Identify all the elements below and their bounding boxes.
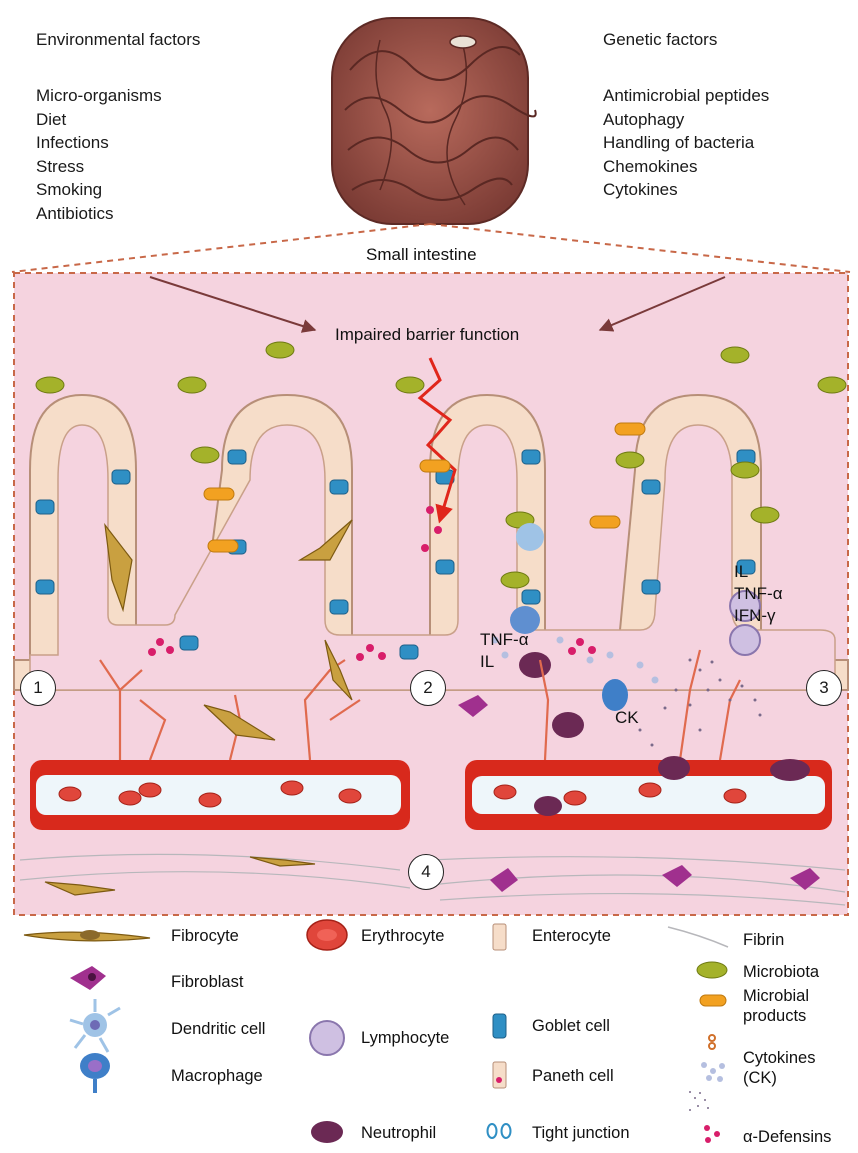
legend-label-enterocyte: Enterocyte [532, 926, 611, 946]
genetic-factor-item: Cytokines [603, 178, 769, 202]
legend-label-fibroblast: Fibroblast [171, 972, 243, 992]
intestine-organ-icon [332, 18, 536, 224]
genetic-factor-item: Antimicrobial peptides [603, 84, 769, 108]
genetic-factor-item: Autophagy [603, 108, 769, 132]
environmental-factors-list: Micro-organisms Diet Infections Stress S… [36, 84, 162, 225]
tight-junction-icon [488, 1124, 511, 1138]
legend-label-macrophage: Macrophage [171, 1066, 263, 1086]
goblet-cell-icon [493, 1014, 506, 1038]
stage-number-1: 1 [20, 670, 56, 706]
paneth-cell-icon [493, 1062, 506, 1088]
ck-label: CK [615, 708, 639, 728]
defensins-icon [704, 1125, 720, 1143]
neutrophil-icon [311, 1121, 343, 1143]
cytokine-label-il-left: IL [480, 652, 494, 672]
dendritic-cell-icon [70, 999, 120, 1052]
fibroblast-icon [70, 966, 106, 990]
cytokine-label-ifn: IFN-γ [734, 606, 776, 626]
cytokine-label-tnf: TNF-α [734, 584, 783, 604]
erythrocyte-icon [307, 920, 347, 950]
genetic-factor-item: Chemokines [603, 155, 769, 179]
environmental-factor-item: Stress [36, 155, 162, 179]
macrophage-icon [80, 1053, 110, 1093]
legend-label-erythrocyte: Erythrocyte [361, 926, 444, 946]
barrier-function-label: Impaired barrier function [335, 325, 519, 345]
legend-label-fibrocyte: Fibrocyte [171, 926, 239, 946]
environmental-factor-item: Micro-organisms [36, 84, 162, 108]
environmental-factor-item: Diet [36, 108, 162, 132]
genetic-factor-item: Handling of bacteria [603, 131, 769, 155]
fibrocyte-icon [24, 930, 150, 941]
legend-label-cytokines: Cytokines (CK) [743, 1048, 843, 1088]
legend-label-lymphocyte: Lymphocyte [361, 1028, 449, 1048]
legend-label-fibrin: Fibrin [743, 930, 784, 950]
cytokine-label-tnf-left: TNF-α [480, 630, 529, 650]
environmental-factor-item: Antibiotics [36, 202, 162, 226]
enterocyte-icon [493, 924, 506, 950]
environmental-factor-item: Infections [36, 131, 162, 155]
legend-label-neutrophil: Neutrophil [361, 1123, 436, 1143]
genetic-factors-list: Antimicrobial peptides Autophagy Handlin… [603, 84, 769, 202]
legend-label-dendritic-cell: Dendritic cell [171, 1019, 265, 1039]
legend-label-microbial-products: Microbial products [743, 986, 843, 1026]
legend-label-goblet-cell: Goblet cell [532, 1016, 610, 1036]
environmental-factors-title: Environmental factors [36, 28, 200, 52]
small-intestine-label: Small intestine [366, 245, 477, 265]
microbiota-icon [697, 962, 727, 978]
cytokines-icon [701, 1062, 725, 1082]
stage-number-2: 2 [410, 670, 446, 706]
blood-vessel-right [465, 756, 832, 830]
genetic-factors-title: Genetic factors [603, 28, 717, 52]
microbial-products-icon [700, 995, 726, 1006]
environmental-factor-item: Smoking [36, 178, 162, 202]
blood-vessel-left [30, 760, 410, 830]
legend-label-microbiota: Microbiota [743, 962, 819, 982]
legend-label-paneth-cell: Paneth cell [532, 1066, 614, 1086]
stage-number-4: 4 [408, 854, 444, 890]
lymphocyte-icon [310, 1021, 344, 1055]
cytokine-cloud-icon [689, 1091, 709, 1111]
legend-label-defensins: α-Defensins [743, 1127, 831, 1147]
stage-number-3: 3 [806, 670, 842, 706]
cytokine-label-il: IL [734, 562, 748, 582]
fibrin-icon [668, 927, 728, 947]
legend-label-tight-junction: Tight junction [532, 1123, 630, 1143]
microbial-products-small-icon [709, 1035, 715, 1049]
